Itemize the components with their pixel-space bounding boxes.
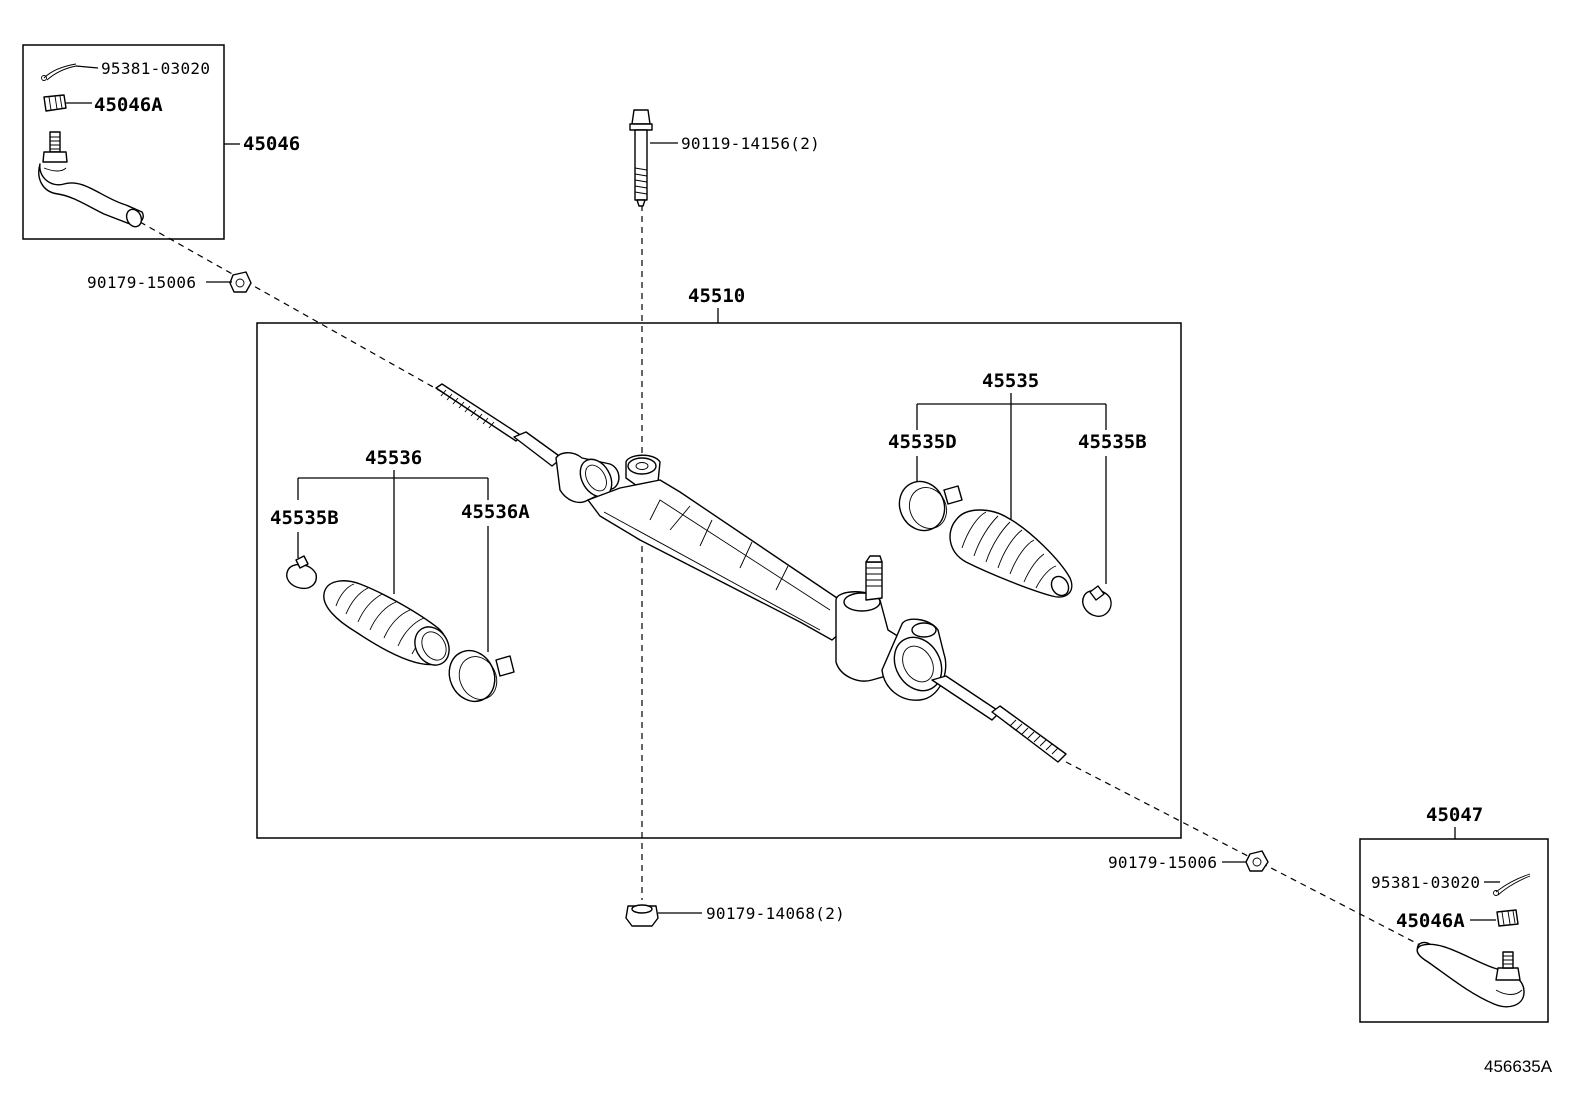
label-clamp-left-large: 45536A xyxy=(461,501,530,523)
label-nut-top: 45046A xyxy=(94,94,163,116)
tie-rod-end-left-icon xyxy=(38,131,144,228)
figure-reference: 456635A xyxy=(1484,1057,1553,1076)
bolt-icon xyxy=(629,109,653,207)
label-cotter-pin-top: 95381-03020 xyxy=(101,59,210,78)
castle-nut-icon xyxy=(43,94,67,112)
label-nut-lower: 90179-14068(2) xyxy=(706,904,845,923)
label-nut-left: 90179-15006 xyxy=(87,273,196,292)
cotter-pin-bottom-icon xyxy=(1493,873,1531,896)
clamp-right-small-icon xyxy=(1082,585,1112,617)
castle-nut-bottom-icon xyxy=(1496,909,1519,927)
label-boot-left-set: 45536 xyxy=(365,447,422,469)
right-tie-rod-end-box xyxy=(1359,838,1549,1023)
boot-right-icon xyxy=(949,509,1073,598)
clamp-left-small-icon xyxy=(286,555,317,590)
label-boot-right-set: 45535 xyxy=(982,370,1039,392)
cotter-pin-icon xyxy=(41,63,77,81)
label-tie-rod-end-right: 45047 xyxy=(1426,804,1483,826)
label-clamp-right-small: 45535B xyxy=(1078,431,1147,453)
dashed-line-left xyxy=(139,221,443,393)
clamp-left-large-icon xyxy=(448,649,515,703)
gear-assembly-box xyxy=(256,322,1182,839)
nut-left-icon xyxy=(229,271,252,293)
boot-left-icon xyxy=(323,580,450,666)
left-tie-rod-end-box xyxy=(22,44,225,240)
label-nut-bottom: 45046A xyxy=(1396,910,1465,932)
label-tie-rod-end-left: 45046 xyxy=(243,133,300,155)
nut-right-icon xyxy=(1245,850,1269,872)
label-clamp-left-small: 45535B xyxy=(270,507,339,529)
steering-rack-icon xyxy=(435,383,1067,763)
label-gear-assembly: 45510 xyxy=(688,285,745,307)
label-nut-right: 90179-15006 xyxy=(1108,853,1217,872)
nut-lower-icon xyxy=(625,904,659,927)
label-clamp-right-large: 45535D xyxy=(888,431,957,453)
dashed-line-right xyxy=(1065,761,1421,946)
clamp-right-large-icon xyxy=(898,480,963,532)
tie-rod-end-right-icon xyxy=(1416,941,1525,1008)
label-bolt: 90119-14156(2) xyxy=(681,134,820,153)
label-cotter-pin-bottom: 95381-03020 xyxy=(1371,873,1480,892)
